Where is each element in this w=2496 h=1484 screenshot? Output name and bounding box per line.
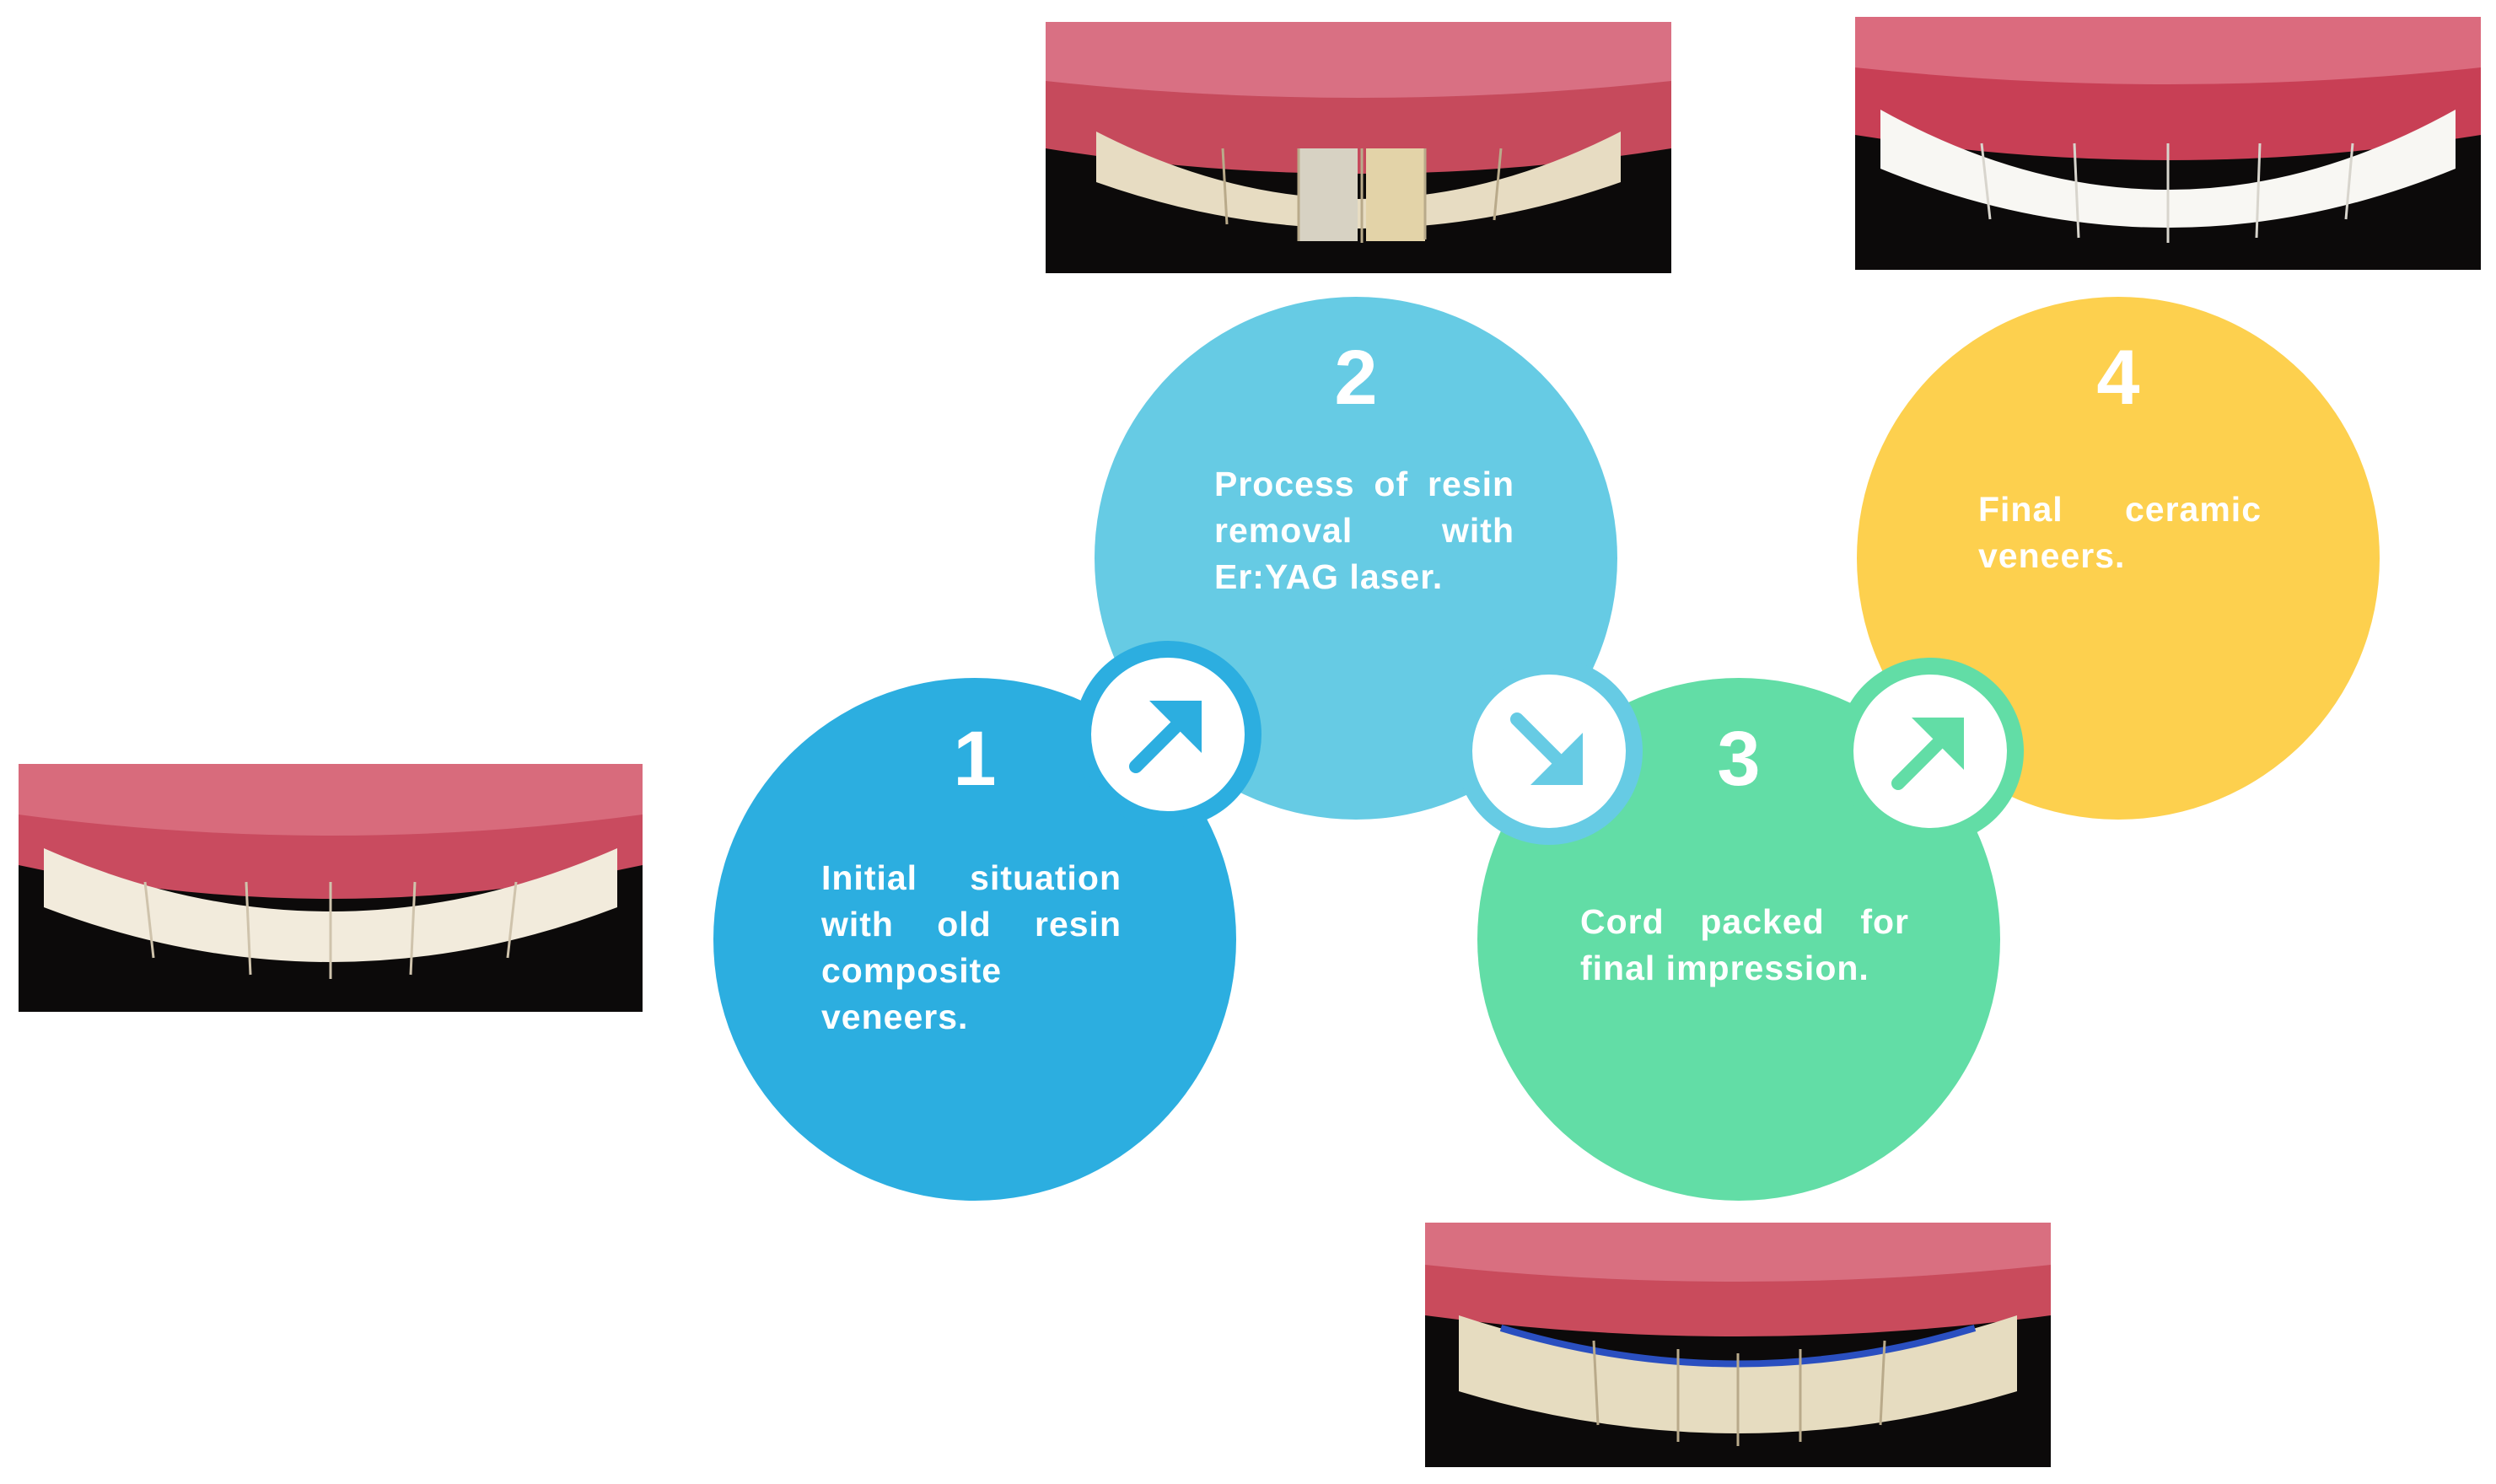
connector-2-to-3 — [1455, 658, 1643, 845]
arrow-down-right-icon — [1510, 712, 1583, 785]
step-text-4: Final ceramic veneers. — [1978, 490, 2262, 575]
connector-1-to-2 — [1074, 641, 1261, 828]
step-text-1: Initial situation with old resin composi… — [821, 858, 1122, 1036]
step-number-4: 4 — [2096, 335, 2140, 421]
teeth-photo-cord-packed — [1425, 1223, 2051, 1467]
arrow-up-right-icon — [1891, 718, 1964, 790]
step-number-1: 1 — [953, 716, 997, 802]
photo-initial — [19, 764, 643, 1012]
step-text-2: Process of resin removal with Er:YAG las… — [1214, 465, 1514, 596]
teeth-photo-final-veneers — [1855, 17, 2481, 270]
photo-cord-packed — [1425, 1223, 2051, 1467]
teeth-photo-resin-removal — [1046, 22, 1671, 273]
connector-3-to-4 — [1837, 658, 2024, 845]
teeth-photo-initial — [19, 764, 643, 1012]
step-number-2: 2 — [1334, 335, 1378, 421]
step-text-3: Cord packed for final impression. — [1580, 902, 1909, 987]
photo-resin-removal — [1046, 22, 1671, 273]
arrow-up-right-icon — [1129, 701, 1202, 773]
step-number-3: 3 — [1717, 716, 1761, 802]
photo-final-veneers — [1855, 17, 2481, 270]
